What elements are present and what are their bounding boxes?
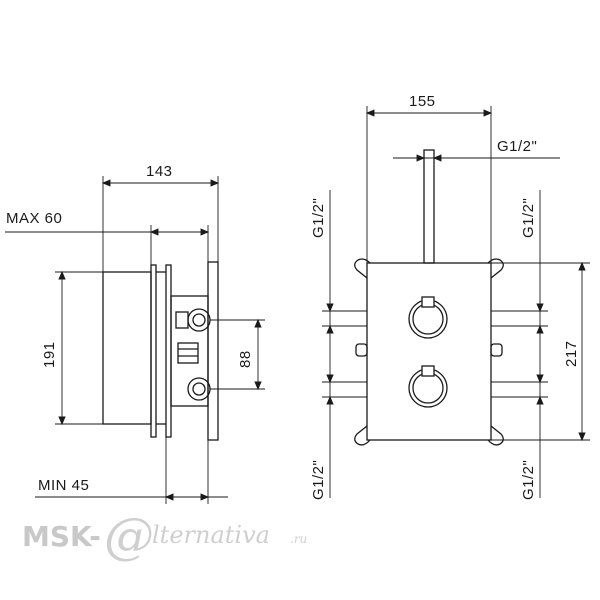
label-143: 143 [146,163,173,180]
dim-155 [365,106,493,263]
dim-thread-right [491,190,548,498]
ear-top-right [487,258,504,279]
front-view [322,106,590,498]
label-thread-left-lower: G1/2" [310,460,327,500]
lower-handle [408,365,448,408]
label-217: 217 [563,340,580,367]
lug-left [355,343,368,357]
watermark-prefix: MSK- [22,520,101,553]
cartridge-housing [170,295,209,407]
frame-plate-1 [150,264,157,438]
upper-handle [408,296,448,339]
ear-bottom-left [354,425,371,446]
frame-plate-2 [165,264,172,438]
dim-max60 [5,225,210,265]
dim-min45 [35,437,228,504]
label-min45: MIN 45 [38,477,89,494]
dim-88 [210,318,265,391]
dim-217 [491,261,590,442]
label-88: 88 [237,350,254,368]
watermark-at-icon: @ [104,507,154,565]
front-body [366,262,492,441]
box-body [102,271,152,425]
side-view [5,176,265,504]
dim-143 [101,176,220,272]
dim-thread-left [322,190,367,498]
label-thread-left-upper: G1/2" [310,198,327,238]
label-thread-right-upper: G1/2" [520,198,537,238]
label-thread-top: G1/2" [497,138,537,155]
label-191: 191 [41,341,58,368]
label-max60: MAX 60 [6,210,62,227]
label-155: 155 [409,93,436,110]
ear-bottom-right [487,425,504,446]
ear-top-left [354,258,371,279]
watermark-domain: .ru [290,532,307,546]
lug-right [490,343,503,357]
label-thread-right-lower: G1/2" [520,460,537,500]
top-pipe [423,149,435,264]
wall-plate [207,261,219,441]
lower-connector [177,342,211,401]
watermark: MSK- @ lternativa .ru [22,507,307,565]
dim-191 [55,270,103,426]
upper-connector [175,308,211,332]
watermark-suffix: lternativa [152,521,270,549]
dim-thread-top [393,154,560,162]
